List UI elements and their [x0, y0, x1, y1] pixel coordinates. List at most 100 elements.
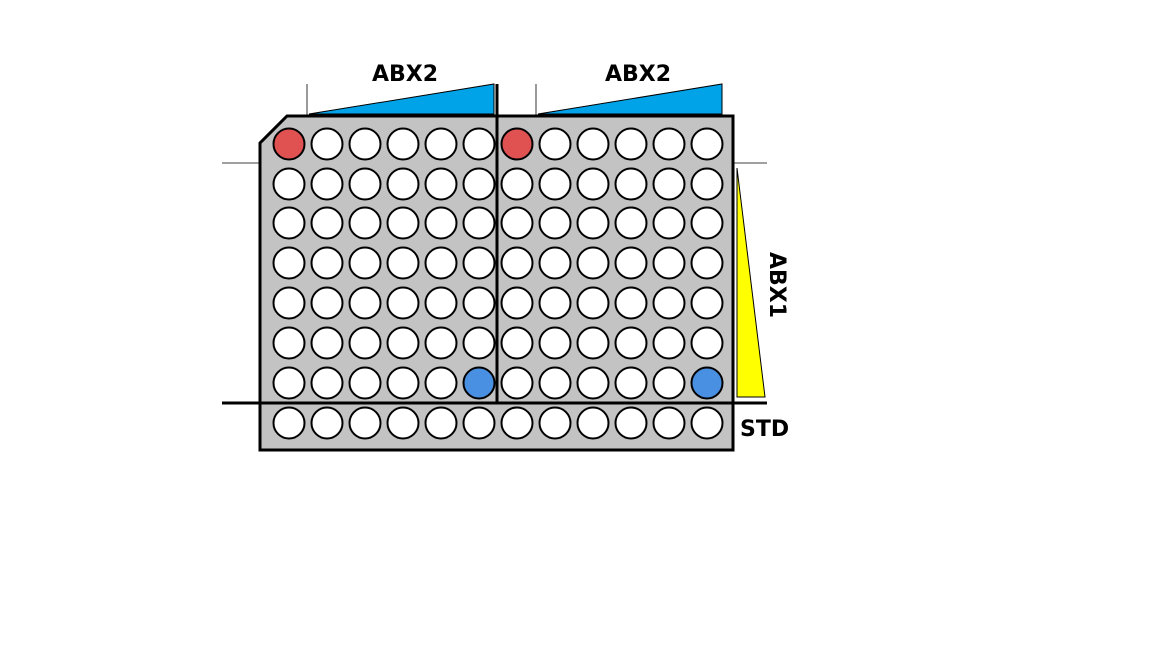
well: [310, 286, 344, 320]
well: [424, 366, 458, 400]
well: [272, 326, 306, 360]
well: [652, 286, 686, 320]
wells-grid: [272, 127, 724, 440]
well: [386, 406, 420, 440]
well: [690, 206, 724, 240]
well: [462, 206, 496, 240]
well: [348, 127, 382, 161]
well: [386, 167, 420, 201]
well: [500, 406, 534, 440]
abx2-left-wedge: [308, 83, 495, 115]
well: [576, 326, 610, 360]
well: [386, 206, 420, 240]
well: [652, 167, 686, 201]
well: [348, 326, 382, 360]
well: [386, 366, 420, 400]
well: [310, 406, 344, 440]
well: [310, 206, 344, 240]
well: [538, 286, 572, 320]
abx2-right-label: ABX2: [605, 62, 671, 87]
abx1-wedge: [736, 167, 766, 398]
highlighted-well: [500, 127, 534, 161]
well: [424, 206, 458, 240]
abx2-right-wedge: [537, 83, 723, 115]
well: [424, 406, 458, 440]
well: [462, 127, 496, 161]
well: [690, 167, 724, 201]
std-label: STD: [740, 417, 789, 442]
well: [614, 406, 648, 440]
well: [538, 167, 572, 201]
well: [310, 246, 344, 280]
highlighted-well: [462, 366, 496, 400]
well: [272, 206, 306, 240]
well: [538, 246, 572, 280]
well: [538, 326, 572, 360]
well: [386, 246, 420, 280]
well: [538, 127, 572, 161]
well: [690, 326, 724, 360]
well: [310, 366, 344, 400]
well: [576, 246, 610, 280]
well: [652, 326, 686, 360]
well: [652, 127, 686, 161]
well: [272, 246, 306, 280]
well: [576, 127, 610, 161]
well: [424, 246, 458, 280]
well: [348, 406, 382, 440]
well: [614, 167, 648, 201]
well: [462, 167, 496, 201]
well: [614, 246, 648, 280]
well: [500, 286, 534, 320]
well: [538, 206, 572, 240]
well: [500, 326, 534, 360]
well: [614, 206, 648, 240]
well: [386, 286, 420, 320]
well: [500, 206, 534, 240]
well: [576, 366, 610, 400]
well: [272, 286, 306, 320]
well: [462, 406, 496, 440]
well: [424, 286, 458, 320]
well: [272, 167, 306, 201]
well: [386, 127, 420, 161]
well: [424, 167, 458, 201]
well: [500, 366, 534, 400]
well: [652, 246, 686, 280]
well: [348, 246, 382, 280]
well: [500, 167, 534, 201]
abx2-left-label: ABX2: [372, 62, 438, 87]
well: [614, 286, 648, 320]
well: [614, 366, 648, 400]
well: [348, 286, 382, 320]
well: [690, 406, 724, 440]
well: [614, 326, 648, 360]
well: [576, 167, 610, 201]
well: [690, 286, 724, 320]
well: [652, 366, 686, 400]
well: [576, 206, 610, 240]
well: [386, 326, 420, 360]
well: [652, 206, 686, 240]
well: [310, 167, 344, 201]
well: [538, 406, 572, 440]
well: [614, 127, 648, 161]
highlighted-well: [272, 127, 306, 161]
well: [690, 127, 724, 161]
abx1-label: ABX1: [764, 252, 789, 318]
well: [462, 286, 496, 320]
well: [500, 246, 534, 280]
well: [310, 326, 344, 360]
well: [272, 406, 306, 440]
well: [462, 246, 496, 280]
well: [424, 326, 458, 360]
well: [576, 286, 610, 320]
well: [348, 206, 382, 240]
well: [538, 366, 572, 400]
well: [424, 127, 458, 161]
well: [348, 366, 382, 400]
highlighted-well: [690, 366, 724, 400]
well: [272, 366, 306, 400]
well: [690, 246, 724, 280]
